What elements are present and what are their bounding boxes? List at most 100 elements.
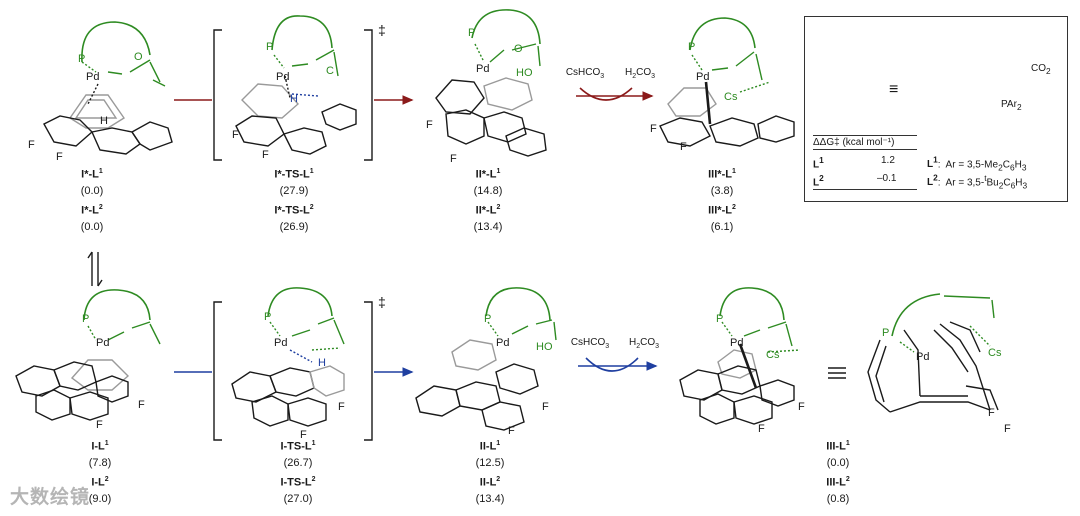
- svg-text:HO: HO: [516, 67, 533, 79]
- energy-I-star-L2: (0.0): [80, 221, 104, 233]
- svg-text:Pd: Pd: [274, 337, 287, 349]
- arrow-red-3: [579, 87, 633, 101]
- svg-text:Pd: Pd: [696, 71, 709, 83]
- label-III-L1: III-L1: [826, 440, 850, 453]
- watermark-logo: 大数绘镜: [10, 487, 91, 508]
- label-II-star-L2: II*-L2: [475, 204, 501, 217]
- legend-L1-definition: L1: Ar = 3,5-Me2C6H3: [927, 155, 1027, 173]
- energy-I-TS-L1: (26.7): [283, 457, 313, 469]
- svg-text:P: P: [484, 313, 491, 325]
- energy-II-L1: (12.5): [475, 457, 505, 469]
- legend-ddg-header: ΔΔG‡ (kcal mol⁻¹): [813, 135, 917, 150]
- svg-text:Cs: Cs: [988, 347, 1002, 359]
- reagent-in-top: CsHCO3: [565, 67, 605, 81]
- label-I-L2: I-L2: [91, 476, 109, 489]
- structure-II-star: [435, 9, 547, 157]
- svg-text:F: F: [426, 119, 433, 131]
- energy-III-L1: (0.0): [826, 457, 850, 469]
- ligand-legend-box: ≡ CO2 PAr2 ΔΔG‡ (kcal mol⁻¹) L1 1.2 L2 –…: [804, 16, 1068, 202]
- legend-co2: CO2: [1031, 63, 1051, 76]
- svg-text:F: F: [56, 151, 63, 163]
- svg-text:F: F: [232, 129, 239, 141]
- svg-text:Pd: Pd: [96, 337, 109, 349]
- energy-II-star-L2: (13.4): [473, 221, 503, 233]
- energy-III-star-L1: (3.8): [710, 185, 734, 197]
- energy-I-star-TS-L2: (26.9): [279, 221, 309, 233]
- svg-text:F: F: [680, 141, 687, 153]
- svg-text:Pd: Pd: [86, 71, 99, 83]
- svg-text:P: P: [688, 41, 695, 53]
- svg-text:F: F: [338, 401, 345, 413]
- svg-text:F: F: [1004, 423, 1011, 435]
- svg-text:P: P: [468, 27, 475, 39]
- svg-text:Pd: Pd: [916, 351, 929, 363]
- label-III-L2: III-L2: [826, 476, 850, 489]
- svg-text:P: P: [78, 53, 85, 65]
- svg-text:P: P: [882, 327, 889, 339]
- svg-text:F: F: [988, 407, 995, 419]
- equilibrium-arrows: [87, 251, 103, 287]
- label-I-TS-L2: I-TS-L2: [280, 476, 316, 489]
- svg-text:P: P: [716, 313, 723, 325]
- energy-I-TS-L2: (27.0): [283, 493, 313, 505]
- equivalence-symbol: [828, 367, 846, 379]
- svg-text:F: F: [508, 425, 515, 437]
- energy-II-star-L1: (14.8): [473, 185, 503, 197]
- energy-III-star-L2: (6.1): [710, 221, 734, 233]
- svg-text:F: F: [542, 401, 549, 413]
- svg-text:F: F: [798, 401, 805, 413]
- label-I-star-L2: I*-L2: [81, 204, 103, 217]
- svg-text:O: O: [134, 51, 143, 63]
- svg-text:F: F: [138, 399, 145, 411]
- svg-text:Pd: Pd: [730, 337, 743, 349]
- svg-text:P: P: [82, 313, 89, 325]
- reagent-out-top: H2CO3: [624, 67, 656, 81]
- label-III-star-L1: III*-L1: [708, 168, 736, 181]
- label-I-star-TS-L2: I*-TS-L2: [274, 204, 314, 217]
- ts-dagger-bottom: ‡: [378, 294, 386, 310]
- svg-text:F: F: [96, 419, 103, 431]
- ts-bracket-top: [213, 29, 373, 161]
- structure-II: [415, 287, 557, 431]
- energy-II-L2: (13.4): [475, 493, 505, 505]
- structure-I-TS: [231, 287, 345, 427]
- svg-text:O: O: [514, 43, 523, 55]
- svg-text:H: H: [318, 357, 326, 369]
- svg-text:F: F: [650, 123, 657, 135]
- svg-text:F: F: [300, 429, 307, 441]
- atom-labels: P Pd O H F F P Pd H F F C P Pd O HO F F …: [28, 27, 1011, 441]
- energy-I-L2: (9.0): [88, 493, 112, 505]
- reagent-in-bottom: CsHCO3: [570, 337, 610, 351]
- energy-I-L1: (7.8): [88, 457, 112, 469]
- label-II-L2: II-L2: [479, 476, 501, 489]
- legend-table-rule: [813, 189, 917, 190]
- label-II-star-L1: II*-L1: [475, 168, 501, 181]
- svg-text:Cs: Cs: [724, 91, 738, 103]
- legend-row-L2-ligand: L2: [813, 173, 824, 189]
- structure-I: [15, 289, 161, 421]
- arrow-blue-3: [585, 357, 639, 372]
- legend-equiv: ≡: [889, 81, 899, 98]
- svg-text:Pd: Pd: [276, 71, 289, 83]
- svg-text:P: P: [266, 41, 273, 53]
- svg-text:F: F: [262, 149, 269, 161]
- structure-I-star-TS: [235, 15, 357, 155]
- label-I-star-L1: I*-L1: [81, 168, 103, 181]
- svg-text:F: F: [758, 423, 765, 435]
- svg-text:C: C: [326, 65, 334, 77]
- svg-text:Cs: Cs: [766, 349, 780, 361]
- label-III-star-L2: III*-L2: [708, 204, 736, 217]
- svg-text:H: H: [290, 93, 298, 105]
- svg-text:P: P: [264, 311, 271, 323]
- label-I-star-TS-L1: I*-TS-L1: [274, 168, 314, 181]
- structure-I-star: [43, 21, 173, 155]
- energy-III-L2: (0.8): [826, 493, 850, 505]
- legend-row-L1-ddg: 1.2: [881, 155, 895, 166]
- ts-dagger-top: ‡: [378, 22, 386, 38]
- label-I-L1: I-L1: [91, 440, 109, 453]
- legend-par2: PAr2: [1001, 99, 1022, 112]
- svg-text:Pd: Pd: [496, 337, 509, 349]
- label-I-TS-L1: I-TS-L1: [280, 440, 316, 453]
- svg-text:HO: HO: [536, 341, 553, 353]
